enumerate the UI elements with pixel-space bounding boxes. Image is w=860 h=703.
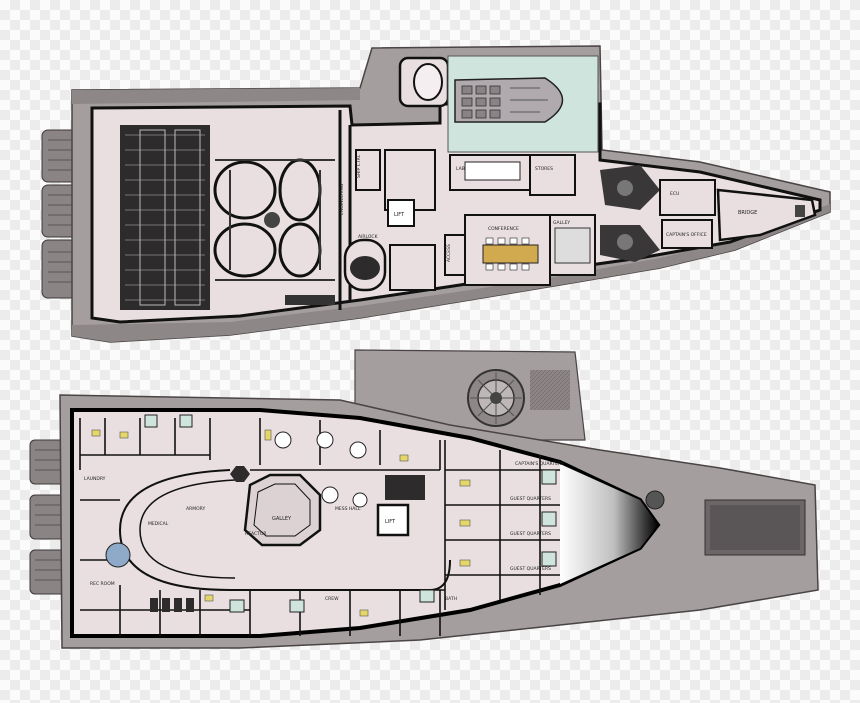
reactor-icon xyxy=(467,369,525,427)
label-engineering: ENGINEERING xyxy=(339,183,345,215)
label-reactor: REACTOR xyxy=(245,531,267,537)
label-airlock: AIRLOCK xyxy=(358,234,379,240)
table-icon xyxy=(482,244,539,264)
upper-deck: ENGINEERING LIFT AIRLOCK LAB STORES xyxy=(41,45,831,343)
bed-icon xyxy=(144,414,557,613)
label-armory: ARMORY xyxy=(186,506,205,512)
bow-section xyxy=(560,464,658,584)
bridge-room xyxy=(716,188,817,242)
label-ecu: ECU xyxy=(670,191,679,197)
label-lab: LAB xyxy=(456,166,465,172)
label-captains-office: CAPTAIN'S OFFICE xyxy=(666,232,707,238)
upper-floor xyxy=(90,102,822,324)
label-galley: GALLEY xyxy=(272,516,292,522)
label-stores: STORES xyxy=(535,166,553,172)
rec-pool xyxy=(105,542,131,568)
label-ship-ctrl: SHIP CTRL xyxy=(356,154,362,178)
label-access: ACCESS xyxy=(446,244,452,262)
label-medical: MEDICAL xyxy=(148,521,169,527)
label-guest-quarters-3: GUEST QUARTERS xyxy=(510,566,551,572)
lift-icon: LIFT xyxy=(376,503,410,537)
label-laundry: LAUNDRY xyxy=(84,476,106,482)
label-mess-hall: MESS HALL xyxy=(335,506,361,512)
label-bridge: BRIDGE xyxy=(738,210,757,216)
engineering-machinery xyxy=(213,158,335,305)
label-guest-quarters-2: GUEST QUARTERS xyxy=(510,531,551,537)
lower-deck: GALLEY REACTOR MESS HALL LIFT MEDICAL RE… xyxy=(29,349,819,649)
label-bath: BATH xyxy=(445,596,457,602)
turret-icon xyxy=(600,165,660,262)
lift-icon: LIFT xyxy=(387,199,415,227)
galley-room xyxy=(243,473,322,547)
label-lift-upper: LIFT xyxy=(394,212,405,218)
table-icon xyxy=(274,431,368,508)
label-galley-upper: GALLEY xyxy=(553,220,570,226)
reactor-icon xyxy=(230,466,250,482)
label-conference: CONFERENCE xyxy=(488,226,519,232)
label-crew: CREW xyxy=(325,596,339,602)
label-lift-lower: LIFT xyxy=(385,519,396,525)
label-rec-room: REC ROOM xyxy=(90,581,115,587)
label-captains-quarters: CAPTAIN'S QUARTERS xyxy=(515,461,564,467)
label-guest-quarters-1: GUEST QUARTERS xyxy=(510,496,551,502)
